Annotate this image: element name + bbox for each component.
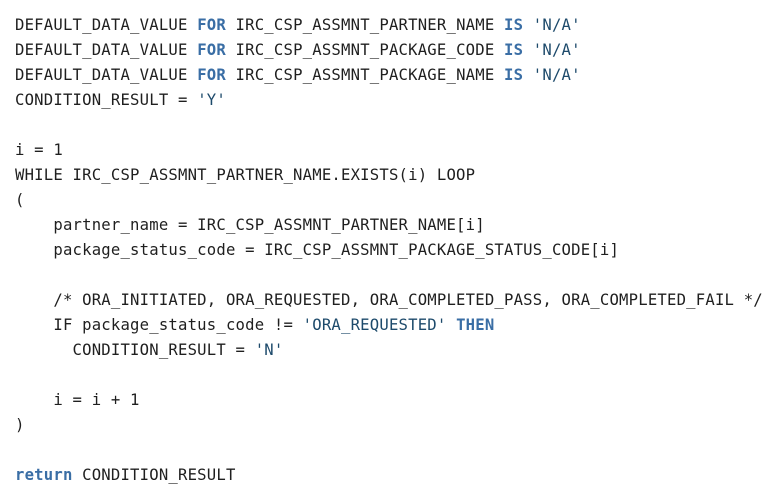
- code-token: partner_name = IRC_CSP_ASSMNT_PARTNER_NA…: [15, 216, 485, 234]
- code-line: partner_name = IRC_CSP_ASSMNT_PARTNER_NA…: [15, 213, 763, 238]
- code-token: IRC_CSP_ASSMNT_PACKAGE_CODE: [225, 41, 505, 59]
- code-token: DEFAULT_DATA_VALUE: [15, 41, 198, 59]
- code-token: DEFAULT_DATA_VALUE: [15, 66, 198, 84]
- code-line: return CONDITION_RESULT: [15, 463, 763, 488]
- keyword-token: IS: [504, 16, 524, 34]
- keyword-token: FOR: [197, 66, 226, 84]
- string-literal-token: 'N/A': [532, 16, 581, 34]
- code-line: [15, 113, 763, 138]
- string-literal-token: 'ORA_REQUESTED': [302, 316, 447, 334]
- code-line: CONDITION_RESULT = 'N': [15, 338, 763, 363]
- code-token: CONDITION_RESULT: [72, 466, 236, 484]
- code-line: DEFAULT_DATA_VALUE FOR IRC_CSP_ASSMNT_PA…: [15, 38, 763, 63]
- code-line: DEFAULT_DATA_VALUE FOR IRC_CSP_ASSMNT_PA…: [15, 13, 763, 38]
- keyword-token: THEN: [456, 316, 495, 334]
- code-line: IF package_status_code != 'ORA_REQUESTED…: [15, 313, 763, 338]
- string-literal-token: 'N/A': [532, 41, 581, 59]
- code-line: i = 1: [15, 138, 763, 163]
- code-line: [15, 363, 763, 388]
- string-literal-token: 'N/A': [532, 66, 581, 84]
- string-literal-token: 'Y': [197, 91, 226, 109]
- code-token: CONDITION_RESULT =: [15, 341, 255, 359]
- code-line: package_status_code = IRC_CSP_ASSMNT_PAC…: [15, 238, 763, 263]
- code-token: DEFAULT_DATA_VALUE: [15, 16, 198, 34]
- code-token: ): [15, 416, 25, 434]
- code-token: WHILE IRC_CSP_ASSMNT_PARTNER_NAME.EXISTS…: [15, 166, 476, 184]
- code-block: DEFAULT_DATA_VALUE FOR IRC_CSP_ASSMNT_PA…: [15, 13, 763, 488]
- keyword-token: FOR: [197, 41, 226, 59]
- code-token: i = 1: [15, 141, 63, 159]
- code-line: CONDITION_RESULT = 'Y': [15, 88, 763, 113]
- code-line: ): [15, 413, 763, 438]
- keyword-token: FOR: [197, 16, 226, 34]
- code-line: WHILE IRC_CSP_ASSMNT_PARTNER_NAME.EXISTS…: [15, 163, 763, 188]
- code-token: package_status_code = IRC_CSP_ASSMNT_PAC…: [15, 241, 620, 259]
- code-token: [446, 316, 456, 334]
- code-line: (: [15, 188, 763, 213]
- code-line: [15, 438, 763, 463]
- keyword-token: IS: [504, 41, 524, 59]
- code-line: [15, 263, 763, 288]
- comment-token: /* ORA_INITIATED, ORA_REQUESTED, ORA_COM…: [15, 291, 763, 309]
- code-token: IRC_CSP_ASSMNT_PACKAGE_NAME: [225, 66, 505, 84]
- code-token: (: [15, 191, 25, 209]
- string-literal-token: 'N': [254, 341, 284, 359]
- code-token: IRC_CSP_ASSMNT_PARTNER_NAME: [225, 16, 505, 34]
- code-token: IF package_status_code !=: [15, 316, 303, 334]
- code-token: i = i + 1: [15, 391, 140, 409]
- keyword-token: return: [15, 466, 73, 484]
- code-line: DEFAULT_DATA_VALUE FOR IRC_CSP_ASSMNT_PA…: [15, 63, 763, 88]
- code-token: [523, 41, 533, 59]
- code-token: [523, 66, 533, 84]
- keyword-token: IS: [504, 66, 524, 84]
- code-line: i = i + 1: [15, 388, 763, 413]
- code-token: [523, 16, 533, 34]
- code-line: /* ORA_INITIATED, ORA_REQUESTED, ORA_COM…: [15, 288, 763, 313]
- code-token: CONDITION_RESULT =: [15, 91, 198, 109]
